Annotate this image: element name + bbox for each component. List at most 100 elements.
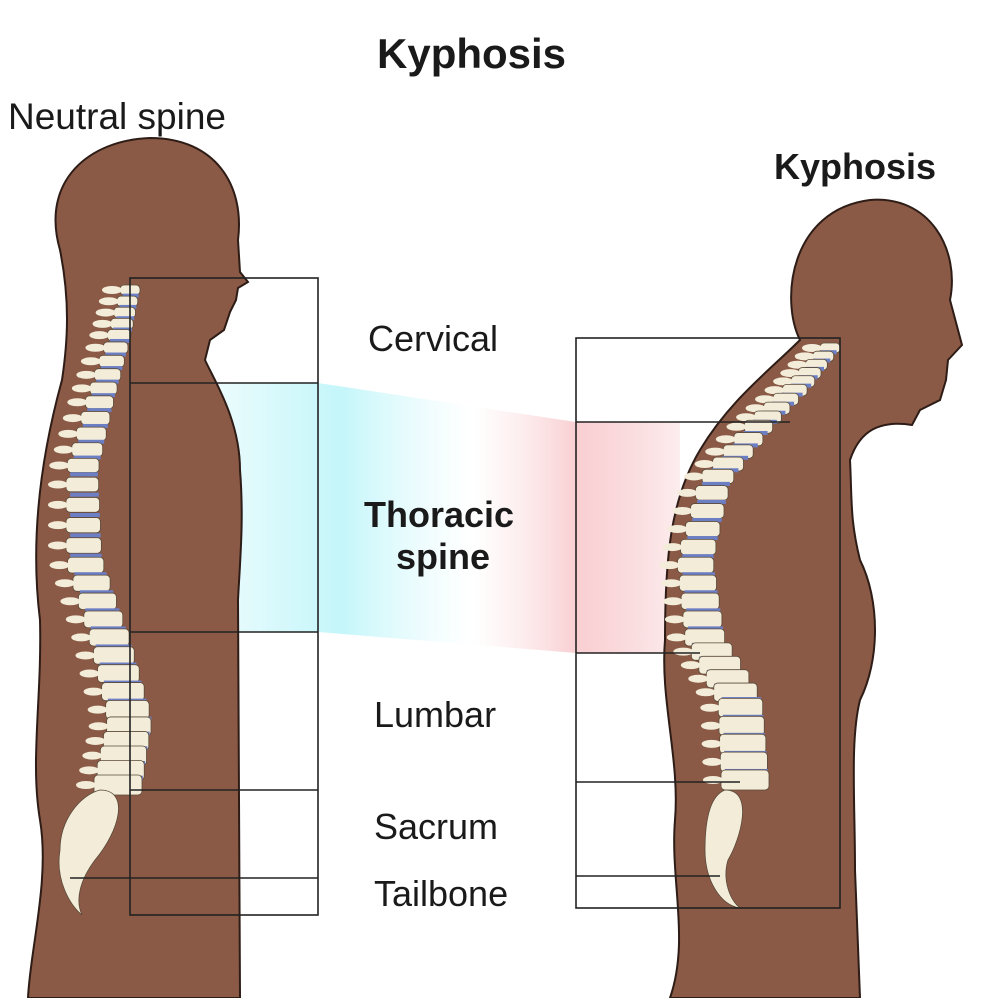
vertebra	[67, 556, 105, 574]
spinous-process	[667, 525, 688, 534]
disc	[74, 572, 107, 577]
vertebra	[678, 574, 717, 592]
spinous-process	[79, 766, 100, 775]
spinous-process	[85, 343, 106, 352]
spinous-process	[79, 669, 100, 678]
vertebra	[77, 592, 117, 610]
vertebra	[65, 497, 100, 513]
spinous-process	[764, 386, 785, 395]
disc	[692, 518, 722, 522]
spinous-process	[684, 472, 705, 481]
spinous-process	[60, 597, 81, 606]
spinous-process	[666, 633, 687, 642]
sacrum-bone	[58, 789, 119, 916]
vertebra	[717, 697, 764, 718]
spinous-process	[92, 319, 113, 328]
vertebra	[105, 700, 150, 720]
neutral-spine-label: Neutral spine	[8, 96, 227, 137]
kyphosis-spine	[659, 342, 841, 909]
disc	[109, 338, 130, 343]
spinous-process	[680, 661, 701, 670]
spinous-process	[787, 360, 808, 369]
spinous-process	[85, 736, 106, 745]
neutral-spine	[48, 284, 152, 916]
spinous-process	[736, 413, 757, 422]
vertebra	[101, 682, 145, 702]
vertebra	[719, 733, 767, 754]
disc	[90, 626, 126, 631]
spinous-process	[49, 461, 70, 470]
vertebra	[65, 476, 100, 493]
neutral-bracket	[129, 277, 319, 916]
spinous-process	[82, 751, 103, 760]
spinous-process	[48, 480, 68, 489]
vertebra	[97, 664, 140, 683]
vertebra	[65, 517, 101, 534]
disc	[682, 554, 714, 559]
spinous-process	[54, 579, 75, 588]
vertebra	[680, 538, 717, 556]
disc	[73, 455, 101, 460]
lumbar-label: Lumbar	[374, 694, 497, 735]
spinous-process	[58, 429, 79, 438]
spinous-process	[773, 377, 794, 386]
spinous-process	[700, 721, 721, 730]
spinous-process	[672, 506, 693, 515]
spinous-process	[67, 398, 88, 407]
spinous-process	[662, 543, 683, 552]
vertebra	[719, 751, 768, 773]
vertebra	[695, 485, 729, 501]
thoracic-label-line2: spine	[396, 536, 491, 577]
vertebra	[98, 354, 125, 368]
spinous-process	[76, 370, 97, 379]
spinous-process	[715, 435, 736, 444]
spinous-process	[48, 541, 68, 550]
spinous-process	[726, 422, 747, 431]
spinous-process	[87, 705, 108, 714]
spines	[48, 284, 841, 916]
spinous-process	[76, 781, 96, 789]
disc	[79, 590, 114, 595]
spinous-process	[71, 384, 92, 393]
spinous-process	[677, 488, 698, 497]
vertebra	[65, 537, 102, 554]
spinous-process	[88, 722, 109, 731]
tailbone-label: Tailbone	[374, 873, 509, 914]
vertebra	[88, 628, 130, 647]
spinous-process	[695, 688, 716, 697]
disc	[70, 513, 100, 517]
spinous-process	[53, 445, 74, 454]
disc	[70, 472, 98, 477]
spinous-process	[780, 369, 801, 378]
spinous-process	[702, 757, 723, 766]
vertebra	[66, 457, 100, 473]
spinous-process	[75, 651, 96, 660]
disc	[687, 536, 718, 541]
disc	[87, 408, 112, 413]
spinous-process	[659, 561, 680, 570]
spinous-process	[83, 687, 104, 696]
disc	[70, 553, 102, 558]
region-brackets	[70, 277, 841, 916]
spinous-process	[745, 404, 766, 413]
cervical-label: Cervical	[368, 318, 499, 359]
kyphosis-figure-label: Kyphosis	[774, 146, 937, 187]
vertebra	[93, 368, 122, 382]
spinous-process	[664, 615, 685, 624]
spinous-process	[688, 674, 709, 683]
spinous-process	[98, 297, 119, 306]
vertebra	[89, 381, 118, 396]
vertebra	[103, 341, 129, 354]
disc	[688, 626, 724, 631]
spinous-process	[794, 352, 815, 361]
spinous-process	[80, 357, 101, 366]
vertebra	[685, 521, 721, 538]
sacrum-label: Sacrum	[374, 806, 499, 847]
disc	[100, 366, 123, 371]
spinous-process	[49, 561, 70, 570]
spinous-process	[95, 308, 116, 317]
vertebra	[93, 646, 135, 665]
disc	[70, 492, 99, 497]
